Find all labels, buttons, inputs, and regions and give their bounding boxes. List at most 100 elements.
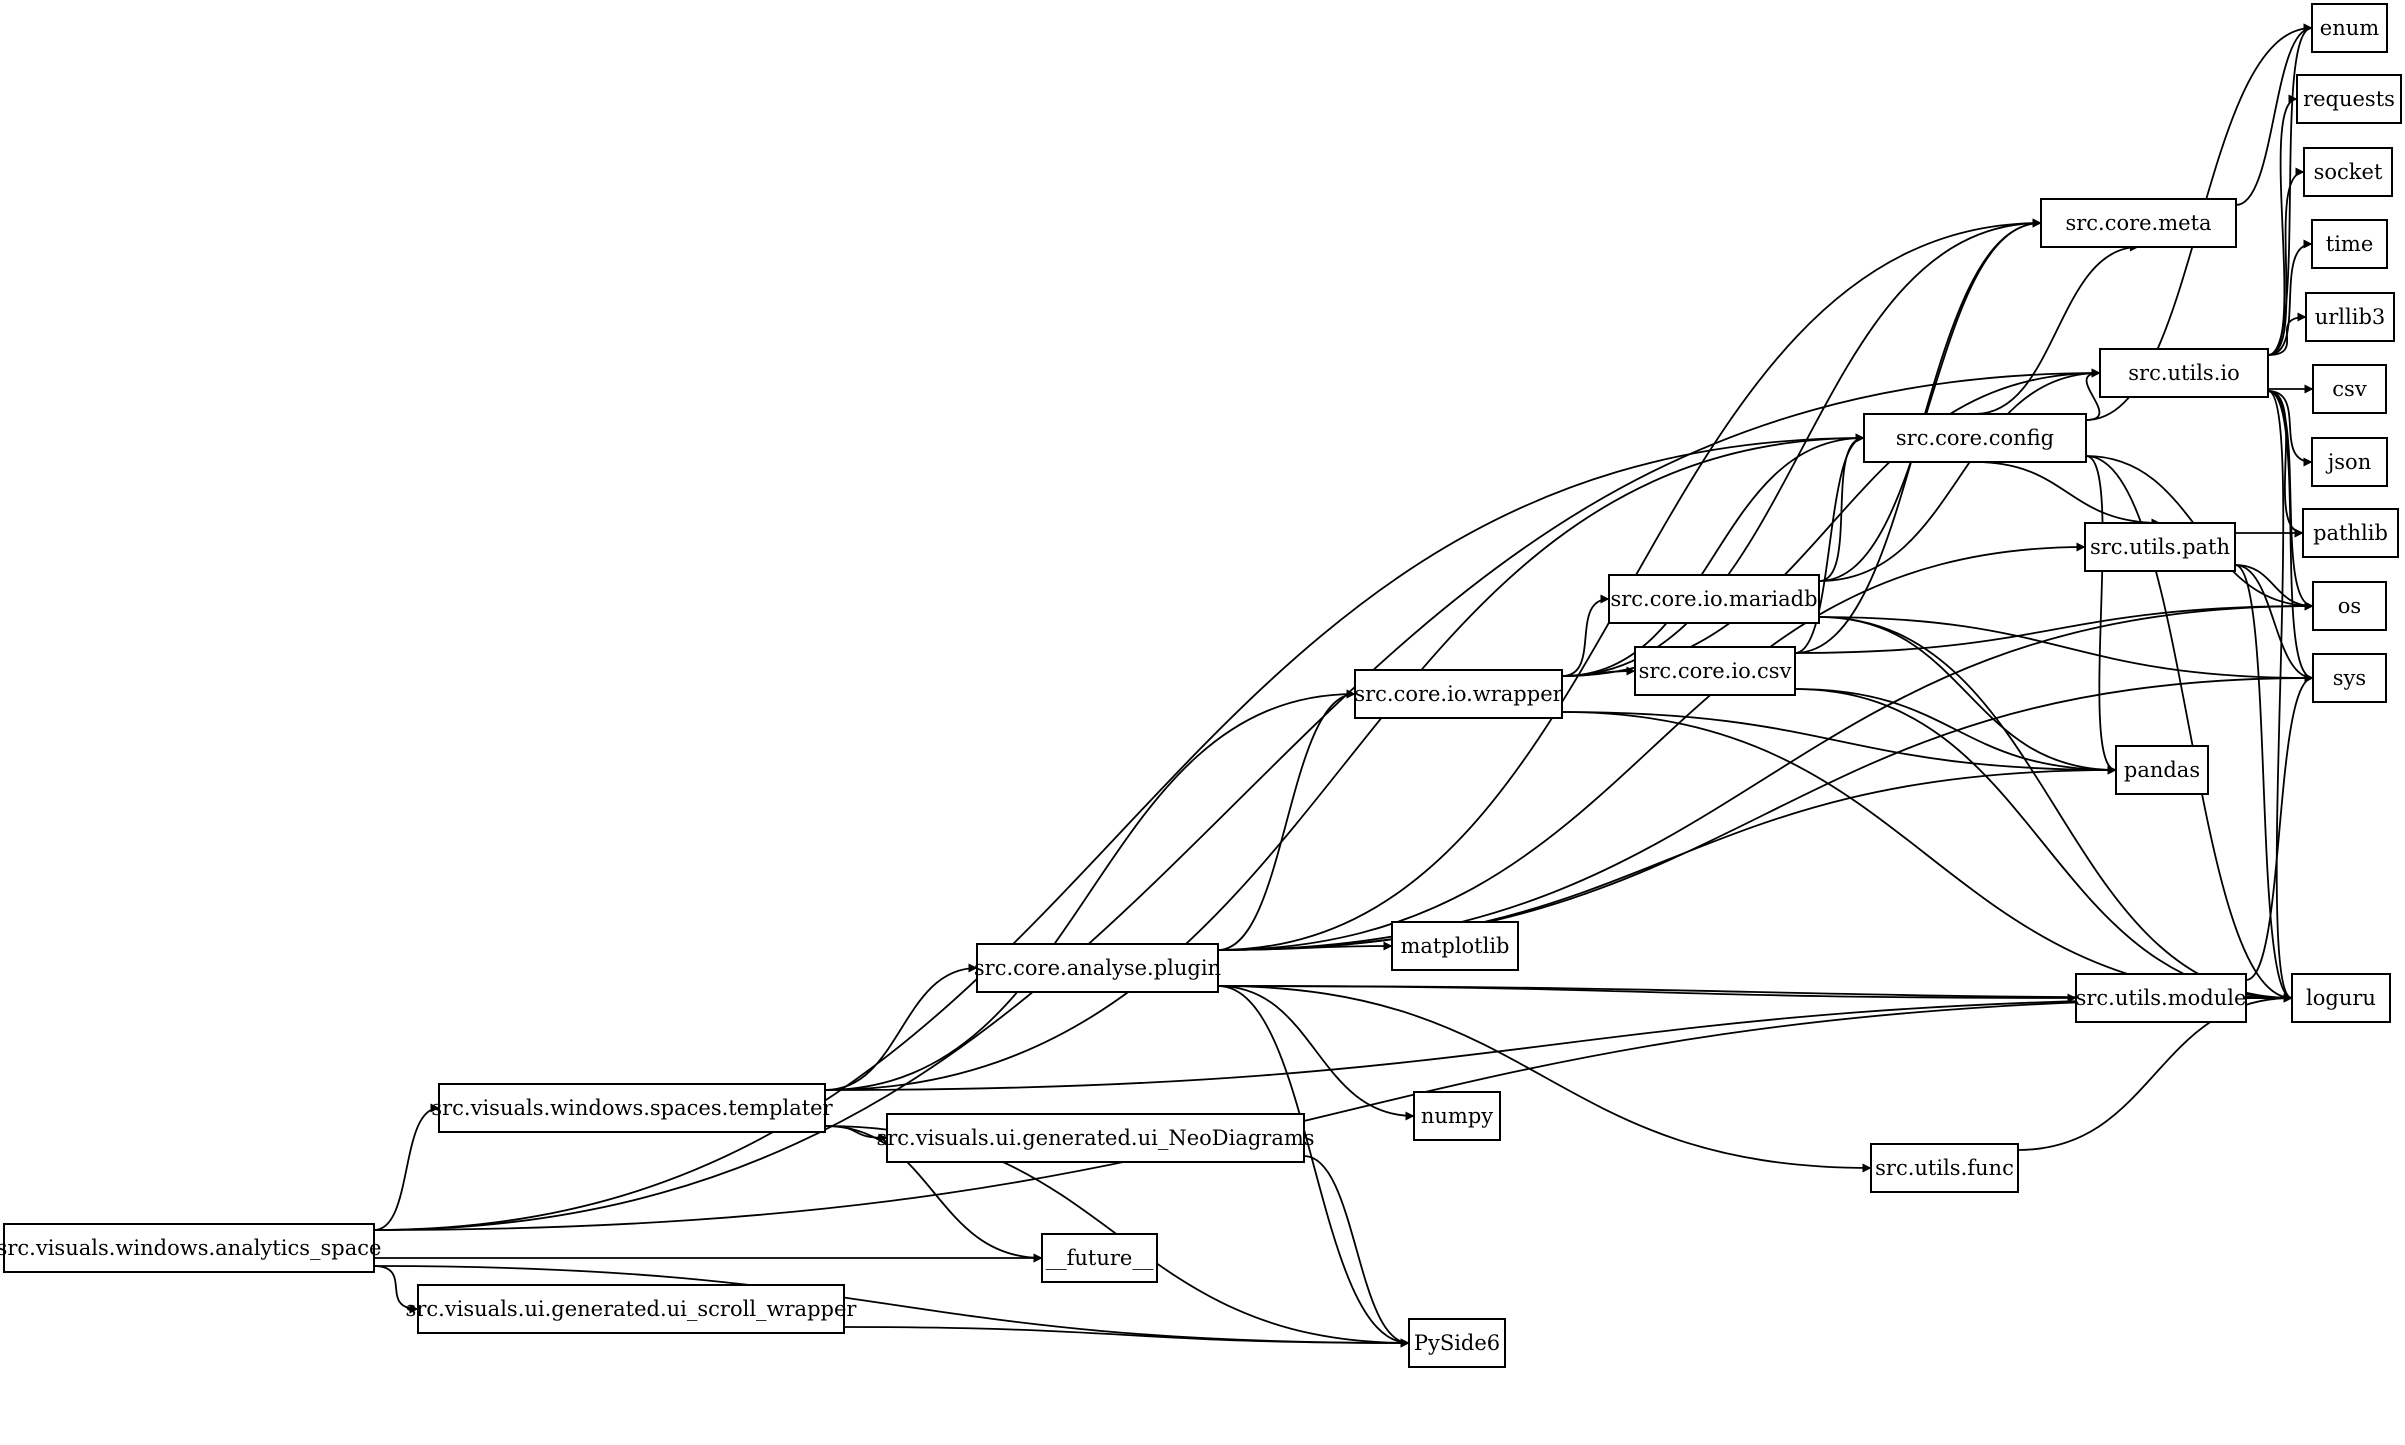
node-templater: src.visuals.windows.spaces.templater bbox=[431, 1083, 834, 1133]
edge-scroll_wrapper-to-pyside6 bbox=[843, 1326, 1410, 1348]
edge-core_io_mariadb-to-core_meta bbox=[1818, 218, 2042, 582]
edge-core_io_csv-to-os bbox=[1794, 601, 2314, 654]
svg-text:src.visuals.windows.analytics_: src.visuals.windows.analytics_space bbox=[0, 1236, 381, 1260]
edge-templater-to-future bbox=[824, 1125, 1043, 1263]
svg-text:src.utils.module: src.utils.module bbox=[2076, 986, 2247, 1010]
edge-utils_path-to-loguru bbox=[2234, 564, 2293, 1003]
svg-text:src.utils.path: src.utils.path bbox=[2090, 535, 2230, 559]
edge-neodiagrams-to-pyside6 bbox=[1303, 1155, 1410, 1348]
edge-analytics_space-to-core_config bbox=[373, 433, 1865, 1231]
svg-text:urllib3: urllib3 bbox=[2315, 305, 2386, 329]
edge-utils_path-to-sys bbox=[2234, 564, 2314, 683]
node-loguru: loguru bbox=[2291, 973, 2391, 1023]
edge-utils_io-to-json bbox=[2267, 390, 2313, 467]
edge-core_analyse_plugin-to-pandas bbox=[1217, 765, 2117, 951]
edge-core_io_wrapper-to-pandas bbox=[1561, 711, 2117, 775]
edge-utils_module-to-sys bbox=[2245, 673, 2314, 981]
edge-core_config-to-core_meta bbox=[1974, 242, 2139, 415]
svg-text:src.visuals.ui.generated.ui_sc: src.visuals.ui.generated.ui_scroll_wrapp… bbox=[406, 1297, 858, 1321]
node-scroll-wrapper: src.visuals.ui.generated.ui_scroll_wrapp… bbox=[406, 1284, 858, 1334]
edge-core_io_wrapper-to-core_io_mariadb bbox=[1561, 594, 1610, 677]
node-pathlib: pathlib bbox=[2302, 508, 2399, 558]
node-core-meta: src.core.meta bbox=[2040, 198, 2237, 248]
edge-templater-to-core_config bbox=[824, 433, 1865, 1091]
edge-core_analyse_plugin-to-utils_func bbox=[1217, 985, 1872, 1173]
edge-core_analyse_plugin-to-core_io_wrapper bbox=[1217, 689, 1356, 951]
node-csv: csv bbox=[2312, 364, 2387, 414]
edge-analytics_space-to-loguru bbox=[373, 993, 2293, 1231]
svg-text:src.core.io.wrapper: src.core.io.wrapper bbox=[1354, 682, 1563, 706]
edge-core_io_csv-to-core_config bbox=[1794, 433, 1865, 654]
edge-core_config-to-utils_path bbox=[1974, 461, 2161, 528]
node-core-config: src.core.config bbox=[1863, 413, 2087, 463]
node-enum: enum bbox=[2311, 3, 2388, 53]
edge-core_io_csv-to-loguru bbox=[1794, 688, 2293, 1003]
svg-text:loguru: loguru bbox=[2306, 986, 2376, 1010]
node-socket: socket bbox=[2303, 147, 2393, 197]
node-pandas: pandas bbox=[2115, 745, 2209, 795]
edge-core_io_csv-to-pandas bbox=[1794, 688, 2117, 775]
edge-core_io_wrapper-to-core_config bbox=[1561, 433, 1865, 677]
svg-text:sys: sys bbox=[2333, 666, 2366, 690]
svg-text:os: os bbox=[2338, 594, 2361, 618]
node-os: os bbox=[2312, 581, 2387, 631]
node-core-io-csv: src.core.io.csv bbox=[1634, 646, 1796, 696]
node-future: __future__ bbox=[1041, 1233, 1158, 1283]
node-json: json bbox=[2311, 437, 2388, 487]
svg-text:requests: requests bbox=[2303, 87, 2395, 111]
svg-text:enum: enum bbox=[2320, 16, 2379, 40]
node-core-analyse-plugin: src.core.analyse.plugin bbox=[974, 943, 1221, 993]
edge-utils_path-to-os bbox=[2234, 564, 2314, 611]
svg-text:src.visuals.ui.generated.ui_Ne: src.visuals.ui.generated.ui_NeoDiagrams bbox=[876, 1126, 1314, 1150]
edge-templater-to-loguru bbox=[824, 993, 2293, 1091]
node-sys: sys bbox=[2312, 653, 2387, 703]
node-utils-path: src.utils.path bbox=[2084, 522, 2236, 572]
edge-core_analyse_plugin-to-numpy bbox=[1217, 985, 1415, 1121]
svg-text:numpy: numpy bbox=[1421, 1104, 1493, 1128]
node-time: time bbox=[2311, 219, 2388, 269]
svg-text:__future__: __future__ bbox=[1046, 1246, 1154, 1270]
edge-templater-to-core_analyse_plugin bbox=[824, 963, 978, 1091]
edge-core_io_mariadb-to-core_config bbox=[1818, 433, 1865, 582]
edge-templater-to-core_io_wrapper bbox=[824, 689, 1356, 1091]
node-numpy: numpy bbox=[1413, 1091, 1501, 1141]
edge-analytics_space-to-utils_io bbox=[373, 368, 2101, 1231]
svg-text:src.core.io.csv: src.core.io.csv bbox=[1639, 659, 1792, 683]
node-neodiagrams: src.visuals.ui.generated.ui_NeoDiagrams bbox=[876, 1113, 1315, 1163]
svg-text:pathlib: pathlib bbox=[2313, 521, 2388, 545]
edge-core_io_mariadb-to-sys bbox=[1818, 616, 2314, 683]
node-utils-module: src.utils.module bbox=[2075, 973, 2247, 1023]
node-core-io-wrapper: src.core.io.wrapper bbox=[1354, 669, 1564, 719]
svg-text:src.utils.io: src.utils.io bbox=[2128, 361, 2239, 385]
edge-utils_io-to-sys bbox=[2267, 390, 2314, 683]
edge-analytics_space-to-templater bbox=[373, 1103, 440, 1231]
svg-text:src.core.analyse.plugin: src.core.analyse.plugin bbox=[974, 956, 1221, 980]
node-analytics-space: src.visuals.windows.analytics_space bbox=[0, 1223, 381, 1273]
svg-text:src.visuals.windows.spaces.tem: src.visuals.windows.spaces.templater bbox=[431, 1096, 833, 1120]
node-core-io-mariadb: src.core.io.mariadb bbox=[1608, 574, 1820, 624]
edge-core_io_mariadb-to-utils_io bbox=[1818, 368, 2101, 582]
node-requests: requests bbox=[2296, 74, 2402, 124]
edge-utils_io-to-pathlib bbox=[2267, 390, 2304, 538]
svg-text:pandas: pandas bbox=[2124, 758, 2200, 782]
node-utils-func: src.utils.func bbox=[1870, 1143, 2019, 1193]
edge-analytics_space-to-scroll_wrapper bbox=[373, 1265, 419, 1314]
edge-core_analyse_plugin-to-utils_path bbox=[1217, 542, 2086, 951]
edge-utils_io-to-socket bbox=[2267, 167, 2305, 356]
edge-utils_io-to-time bbox=[2267, 239, 2313, 356]
svg-text:src.core.io.mariadb: src.core.io.mariadb bbox=[1610, 587, 1817, 611]
node-utils-io: src.utils.io bbox=[2099, 348, 2269, 398]
node-urllib3: urllib3 bbox=[2305, 292, 2395, 342]
svg-text:src.core.config: src.core.config bbox=[1896, 426, 2054, 450]
edge-utils_io-to-requests bbox=[2267, 94, 2298, 356]
node-matplotlib: matplotlib bbox=[1391, 921, 1519, 971]
svg-text:time: time bbox=[2326, 232, 2374, 256]
edge-utils_io-to-loguru bbox=[2267, 390, 2293, 1003]
svg-text:matplotlib: matplotlib bbox=[1401, 934, 1510, 958]
svg-text:csv: csv bbox=[2332, 377, 2367, 401]
edge-core_meta-to-enum bbox=[2235, 23, 2313, 206]
node-pyside6: PySide6 bbox=[1408, 1318, 1506, 1368]
svg-text:PySide6: PySide6 bbox=[1414, 1331, 1500, 1355]
edge-layer bbox=[373, 23, 2314, 1348]
